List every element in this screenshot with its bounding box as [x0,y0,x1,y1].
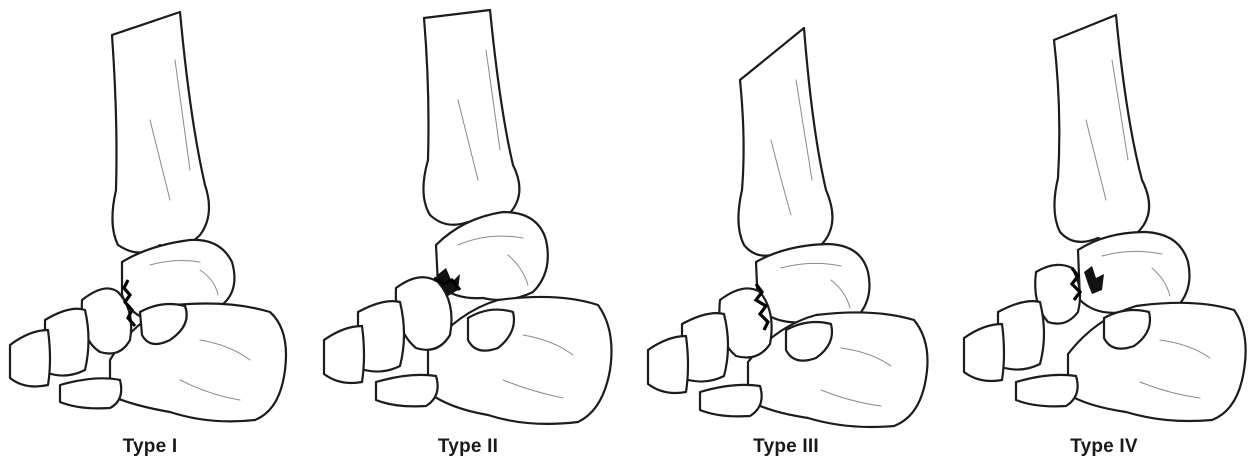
foot-illustration-type-2 [318,0,618,469]
foot-illustration-type-4 [954,0,1252,469]
foot-illustration-type-3 [636,0,936,469]
panel-type-4: Type IV [954,0,1252,469]
panel-label-type-4: Type IV [1044,436,1164,458]
panel-label-type-3: Type III [726,436,846,458]
panel-type-3: Type III [636,0,936,469]
panel-type-2: Type II [318,0,618,469]
panel-type-1: Type I [0,0,300,469]
panel-label-type-2: Type II [408,436,528,458]
panel-label-type-1: Type I [90,436,210,458]
foot-illustration-type-1 [0,0,300,469]
